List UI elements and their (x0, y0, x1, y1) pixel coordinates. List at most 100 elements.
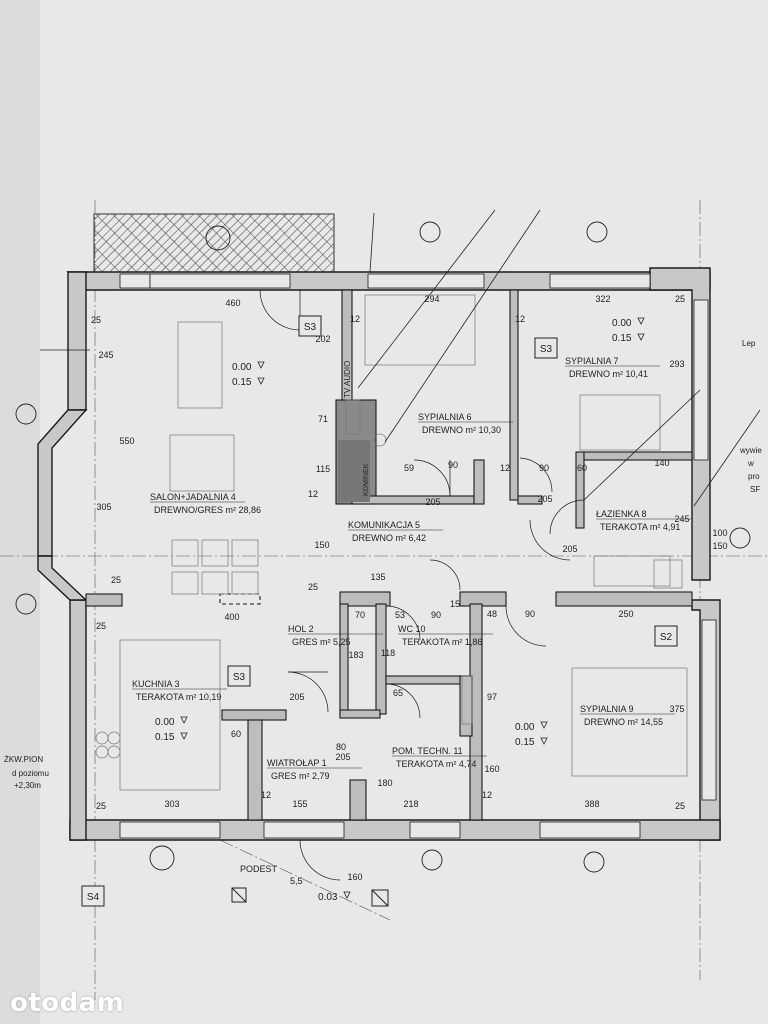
section-id: S3 (304, 322, 317, 333)
dimension-48: 12 (482, 790, 492, 800)
level-top: 0.00 (155, 717, 175, 728)
dimension-8: 305 (96, 502, 111, 512)
dimension-2: 322 (595, 294, 610, 304)
note-w: w (747, 459, 754, 468)
dimension-20: 90 (448, 460, 458, 470)
door-swings (259, 289, 585, 881)
dimension-59: 205 (335, 752, 350, 762)
room-label-7: SYPIALNIA 7 DREWNO m² 10,41 (565, 356, 660, 379)
note-pro: pro (748, 472, 760, 481)
dimension-57: 60 (231, 729, 241, 739)
dimension-17: 400 (224, 612, 239, 622)
room-name: KOMUNIKACJA 5 (348, 520, 420, 530)
section-marker-2: S3 (227, 665, 251, 687)
podest-area: 5,5 (290, 876, 303, 886)
room-name: SALON+JADALNIA 4 (150, 492, 236, 502)
dimension-58: 80 (336, 742, 346, 752)
dimension-4: 25 (675, 294, 685, 304)
room-floor-area: TERAKOTA m² 4,91 (600, 522, 680, 532)
dimension-12: 115 (316, 464, 330, 474)
dimension-19: 135 (370, 572, 385, 582)
dimension-36: 15 (450, 599, 460, 609)
dimension-40: 183 (348, 650, 363, 660)
dimension-18: 25 (96, 621, 106, 631)
room-label-9: SYPIALNIA 9 DREWNO m² 14,55 (580, 704, 675, 727)
level-marker-3: 0.000.15 (515, 721, 548, 748)
dimension-56: 205 (289, 692, 304, 702)
room-name: SYPIALNIA 7 (565, 356, 619, 366)
furniture (95, 294, 688, 791)
reference-circles (15, 221, 751, 873)
leader-lines (40, 209, 761, 507)
dimension-33: 70 (355, 610, 365, 620)
dimension-15: 25 (308, 582, 318, 592)
dimension-53: 25 (96, 801, 106, 811)
dimension-34: 53 (395, 610, 405, 620)
fireplace-fill (338, 440, 370, 502)
level-bottom: 0.15 (515, 737, 535, 748)
room-floor-area: DREWNO m² 10,41 (569, 369, 648, 379)
level-top: 0.03 (318, 892, 338, 903)
dimension-38: 90 (525, 609, 535, 619)
dimension-31: 150 (712, 541, 727, 551)
dimension-42: 65 (393, 688, 403, 698)
room-floor-area: DREWNO m² 10,30 (422, 425, 501, 435)
dimension-23: 205 (425, 497, 440, 507)
dimension-44: 375 (669, 704, 684, 714)
dimension-3: 25 (91, 315, 101, 325)
dimension-54: 25 (675, 801, 685, 811)
level-marker-1: 0.000.15 (612, 317, 645, 344)
note-wywiew: wywie (739, 446, 762, 455)
dimension-41: 118 (381, 648, 395, 658)
dimension-24: 205 (537, 494, 552, 504)
vent-markers (231, 887, 389, 907)
zkw-note-1: d poziomu (12, 769, 49, 778)
dimension-43: 97 (487, 692, 497, 702)
dimension-5: 12 (350, 314, 360, 324)
dimension-39: 250 (618, 609, 633, 619)
otodam-watermark-logo: otodam (10, 988, 125, 1018)
outer-walls (37, 267, 721, 841)
section-id: S4 (87, 892, 100, 903)
room-floor-area: DREWNO m² 6,42 (352, 533, 426, 543)
dimension-28: 293 (669, 359, 684, 369)
section-marker-1: S3 (534, 337, 558, 359)
note-lep: Lep (742, 339, 756, 348)
dimension-13: 12 (308, 489, 318, 499)
room-name: WIATROŁAP 1 (267, 758, 327, 768)
room-floor-area: GRES m² 5,25 (292, 637, 351, 647)
dimension-37: 48 (487, 609, 497, 619)
dimension-26: 60 (577, 463, 587, 473)
level-marker-2: 0.000.15 (155, 716, 188, 743)
level-bottom: 0.15 (612, 333, 632, 344)
dimension-6: 12 (515, 314, 525, 324)
dimension-32: 205 (562, 544, 577, 554)
dimension-14: 150 (314, 540, 329, 550)
podest-label: PODEST (240, 864, 278, 874)
level-top: 0.00 (232, 362, 252, 373)
room-label-5: KOMUNIKACJA 5 DREWNO m² 6,42 (348, 520, 443, 543)
room-floor-area: TERAKOTA m² 1,86 (402, 637, 482, 647)
dimension-51: 218 (403, 799, 418, 809)
dimension-35: 90 (431, 610, 441, 620)
dimension-10: 202 (315, 334, 330, 344)
level-marker-0: 0.000.15 (232, 361, 265, 388)
room-floor-area: DREWNO m² 14,55 (584, 717, 663, 727)
room-name: SYPIALNIA 9 (580, 704, 634, 714)
dimension-47: 12 (261, 790, 271, 800)
section-id: S2 (660, 632, 673, 643)
dimension-11: 71 (318, 414, 328, 424)
dimension-21: 59 (404, 463, 414, 473)
room-name: HOL 2 (288, 624, 314, 634)
dimension-9: 245 (98, 350, 113, 360)
level-marker-4: 0.03 (318, 891, 351, 903)
dimension-22: 12 (500, 463, 510, 473)
section-marker-3: S2 (654, 625, 678, 647)
